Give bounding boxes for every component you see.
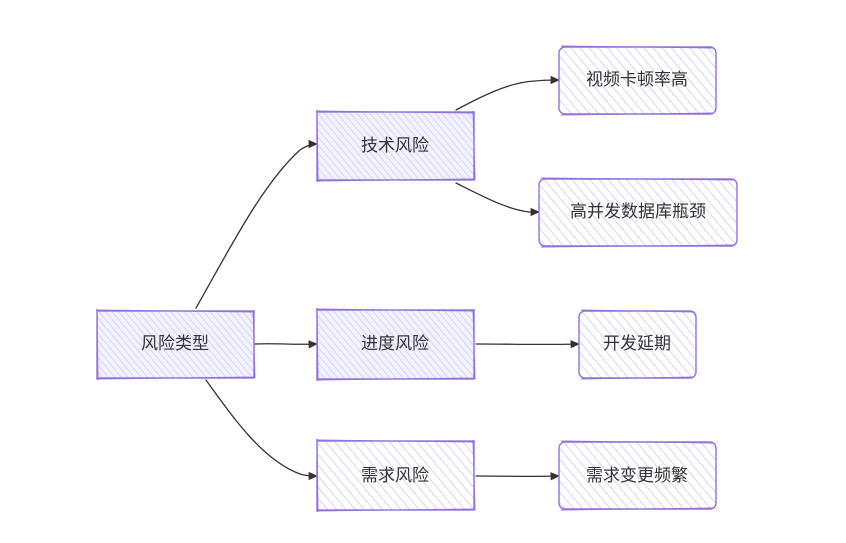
node-delay[interactable]: 开发延期	[578, 309, 697, 380]
edge-tech-to-db	[455, 182, 540, 217]
node-tech[interactable]: 技术风险	[315, 109, 476, 183]
node-change[interactable]: 需求变更频繁	[558, 440, 717, 511]
node-video-label: 视频卡顿率高	[586, 70, 688, 90]
node-root[interactable]: 风险类型	[95, 308, 256, 381]
edges-layer	[195, 75, 580, 481]
node-change-label: 需求变更频繁	[586, 466, 688, 486]
node-db[interactable]: 高并发数据库瓶颈	[538, 177, 738, 248]
edge-root-to-tech	[195, 139, 318, 309]
node-schedule[interactable]: 进度风险	[315, 307, 476, 382]
edge-tech-to-video	[455, 75, 560, 111]
node-db-label: 高并发数据库瓶颈	[570, 202, 706, 222]
nodes-layer: 风险类型 技术风险 进度风险 需求风险 视频卡顿率高 高并发数据库瓶颈	[95, 45, 738, 513]
node-req[interactable]: 需求风险	[315, 438, 476, 513]
node-video[interactable]: 视频卡顿率高	[558, 45, 717, 116]
node-req-label: 需求风险	[361, 466, 429, 486]
node-root-label: 风险类型	[141, 334, 209, 354]
node-tech-label: 技术风险	[361, 136, 429, 156]
node-schedule-label: 进度风险	[361, 334, 429, 354]
edge-root-to-req	[205, 379, 318, 481]
edge-root-to-schedule	[254, 340, 318, 349]
node-delay-label: 开发延期	[603, 334, 671, 354]
